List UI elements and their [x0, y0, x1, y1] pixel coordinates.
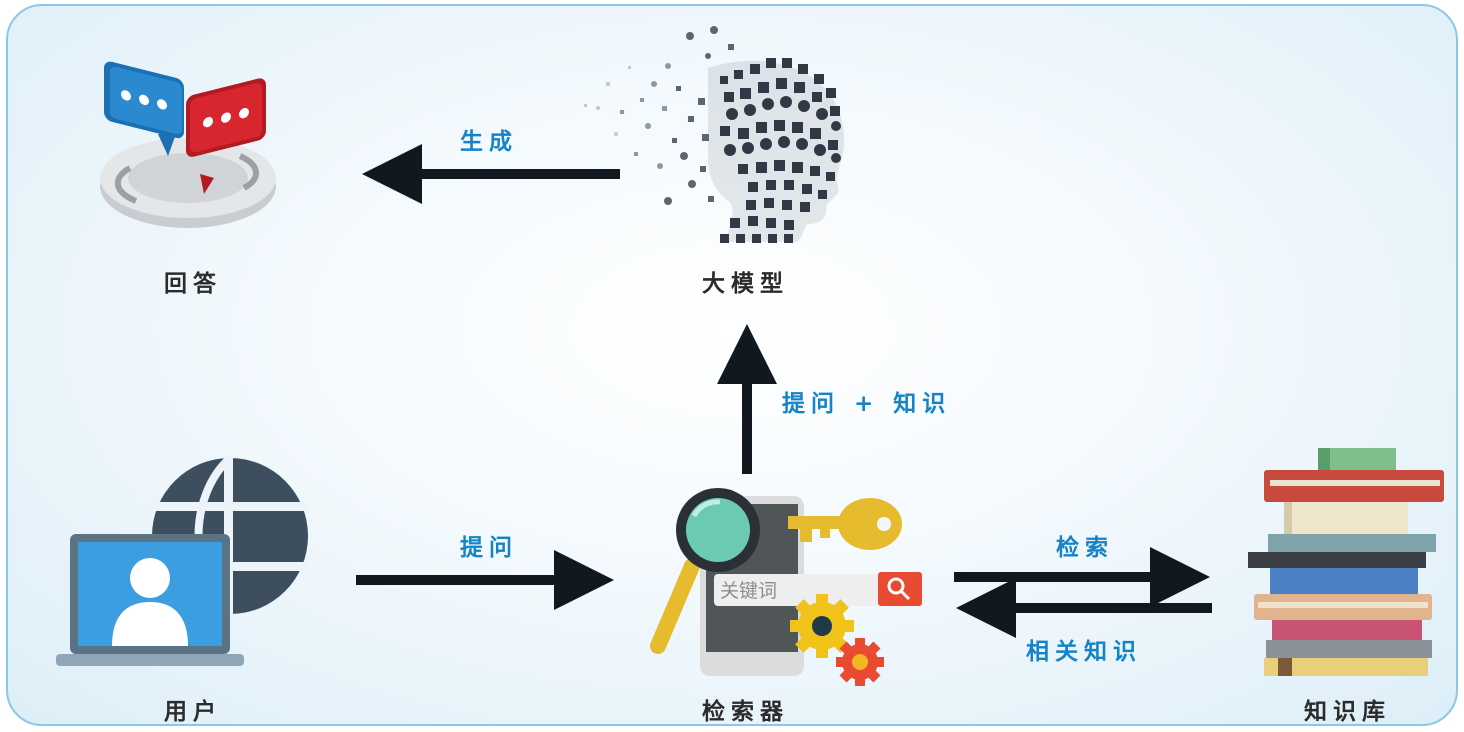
gear-icon — [790, 594, 884, 686]
edge-label-related-knowledge: 相关知识 — [1026, 639, 1142, 665]
chat-bubbles-icon — [100, 61, 276, 228]
edge-label-question: 提问 — [460, 535, 518, 561]
diagram-graphics — [56, 26, 1444, 686]
edge-label-search: 检索 — [1056, 535, 1114, 561]
diagram-frame: 关键词 回答 大模型 用户 检索器 知识库 生成 提问 + 知识 提问 检索 相… — [6, 4, 1458, 726]
node-label-knowledge-base: 知识库 — [1304, 699, 1391, 725]
laptop-user-icon — [56, 534, 244, 666]
book-stack-icon — [1248, 448, 1444, 676]
node-label-answer: 回答 — [164, 271, 222, 297]
magnifier-icon — [650, 488, 760, 654]
node-label-user: 用户 — [164, 699, 222, 725]
edge-label-generate: 生成 — [460, 129, 518, 155]
node-label-retriever: 检索器 — [702, 699, 789, 725]
node-label-llm: 大模型 — [702, 271, 789, 297]
key-icon — [788, 498, 902, 550]
search-box — [714, 572, 922, 606]
search-box-keyword: 关键词 — [720, 580, 778, 602]
edge-label-question-knowledge: 提问 + 知识 — [782, 391, 952, 417]
ai-head-icon — [584, 26, 845, 243]
